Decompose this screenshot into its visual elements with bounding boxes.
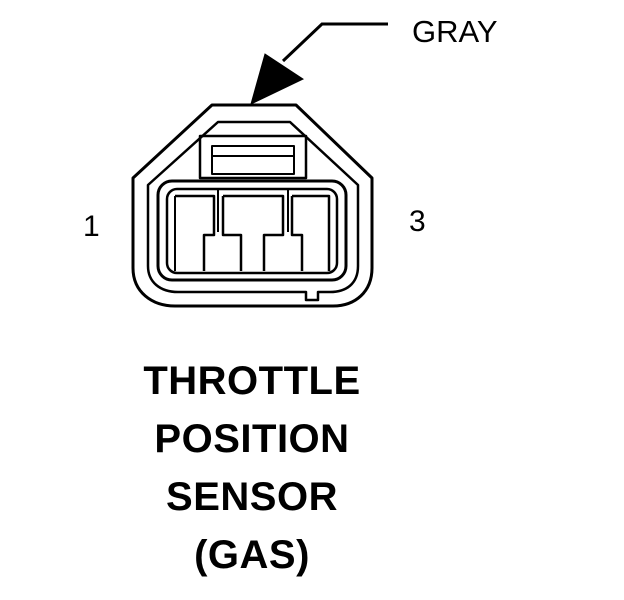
color-leader [250, 22, 388, 105]
cavity-frame-inner [165, 187, 339, 275]
housing-inner-shell [146, 120, 360, 302]
housing-outer-shell [131, 103, 374, 308]
pin-2-terminal [221, 194, 285, 271]
title-line-1: THROTTLE [143, 359, 361, 403]
pin-3-label: 3 [409, 205, 426, 238]
connector-housing [131, 103, 374, 308]
title-line-4: (GAS) [194, 533, 310, 577]
title-line-3: SENSOR [166, 475, 338, 519]
component-title: THROTTLE POSITION SENSOR (GAS) [52, 352, 452, 584]
wire-color-label: GRAY [412, 14, 498, 49]
leader-line [281, 22, 388, 63]
leader-arrowhead [250, 53, 305, 105]
title-line-2: POSITION [154, 417, 350, 461]
pin-1-label: 1 [83, 210, 100, 243]
locking-tab-inner [211, 145, 295, 175]
pin-3-terminal [290, 194, 331, 271]
cavity-frame-outer [156, 179, 348, 282]
locking-tab-outer [198, 134, 308, 180]
pin-1-terminal [175, 194, 216, 271]
